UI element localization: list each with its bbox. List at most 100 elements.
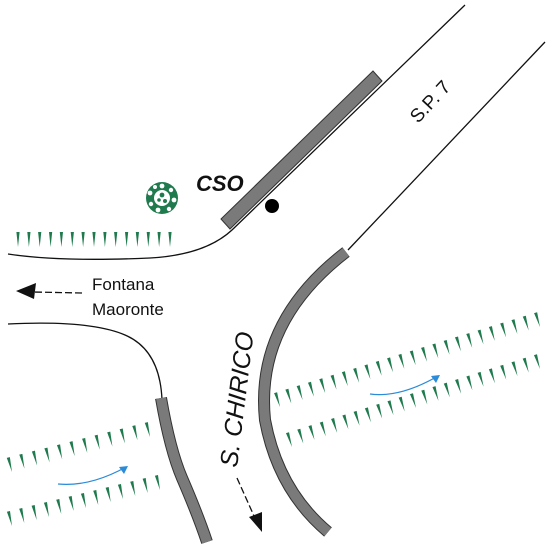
grass-tuft-icon: [364, 364, 372, 380]
grass-tuft-icon: [421, 346, 429, 363]
grass-tuft-icon: [80, 493, 88, 509]
grass-tuft-icon: [44, 447, 52, 463]
grass-tuft-icon: [82, 437, 89, 454]
grass-tuft-icon: [103, 232, 107, 247]
grass-tuft-icon: [500, 364, 508, 381]
grass-tuft-icon: [331, 418, 339, 434]
site-label-cso: CSO: [196, 171, 244, 196]
grass-tuft-icon: [341, 371, 350, 387]
grass-tuft-icon: [330, 374, 339, 391]
grass-tuft-icon: [477, 329, 486, 345]
direction-arrow-south: [236, 477, 262, 532]
grass-tuft-icon: [308, 425, 317, 441]
grass-tuft-icon: [500, 322, 508, 338]
grass-tuft-icon: [342, 414, 350, 430]
direction-arrow-west: [16, 283, 83, 299]
grass-tuft-icon: [132, 425, 140, 441]
grass-tuft-icon: [16, 232, 20, 247]
grass-tuft-icon: [353, 367, 361, 384]
grass-tuft-icon: [6, 457, 14, 473]
grass-tuft-icon: [125, 232, 129, 247]
grass-tuft-icon: [56, 499, 63, 515]
grass-tuft-icon: [319, 378, 327, 394]
grass-tuft-icon: [144, 422, 152, 438]
grass-tuft-icon: [59, 232, 63, 247]
grass-tuft-icon: [319, 421, 328, 437]
wall-east-curved-fill: [259, 248, 350, 536]
grass-tuft-icon: [297, 428, 305, 444]
grass-tuft-icon: [130, 481, 137, 497]
grass-tuft-icon: [409, 350, 418, 366]
grass-tuft-icon: [398, 396, 407, 412]
grass-tuft-icon: [466, 333, 474, 349]
grass-tuft-icon: [274, 392, 282, 408]
site-marker-dot: [265, 199, 279, 213]
flow-arrows: [57, 375, 440, 485]
retaining-walls: [155, 70, 383, 544]
grass-tuft-icon: [81, 232, 85, 247]
grass-tuft-icon: [117, 484, 125, 500]
grass-tuft-icon: [6, 511, 14, 527]
grass-tuft-icon: [119, 428, 127, 444]
grass-tuft-icon: [387, 400, 396, 416]
grass-tuft-icon: [522, 315, 531, 331]
grass-tuft-icon: [49, 232, 53, 247]
grass-tuft-icon: [511, 361, 520, 377]
grass-tuft-icon: [31, 450, 39, 466]
sp7-southeast-edge: [347, 41, 546, 251]
grass-tuft-icon: [477, 371, 486, 388]
grass-tuft-icon: [146, 232, 150, 247]
grass-tuft-icon: [38, 232, 42, 247]
grass-tuft-icon: [534, 312, 542, 328]
grass-tuft-icon: [114, 232, 118, 247]
grass-tuft-icon: [154, 475, 162, 491]
grass-tuft-icon: [307, 381, 316, 398]
grass-tuft-icon: [443, 382, 452, 398]
grass-tuft-icon: [421, 389, 429, 405]
wall-west-curved-fill: [156, 397, 212, 544]
green-shrub-icon: [146, 182, 178, 214]
grass-tuft-icon: [398, 353, 406, 370]
grass-tuft-icon: [376, 403, 384, 420]
direction-label-line1: Fontana: [92, 275, 155, 294]
grass-tuft-icon: [353, 410, 362, 427]
grass-tuft-icon: [68, 496, 76, 512]
vegetation-row-east-lower: [285, 354, 542, 448]
grass-tuft-icon: [43, 502, 51, 518]
grass-tuft-icon: [135, 232, 139, 247]
grass-tuft-icon: [107, 431, 114, 447]
wall-sp7: [220, 70, 383, 230]
grass-tuft-icon: [19, 453, 27, 470]
west-road-lower-edge: [7, 322, 163, 401]
grass-tuft-icon: [70, 232, 74, 247]
grass-tuft-icon: [31, 505, 39, 521]
street-label-s-chirico: S. CHIRICO: [215, 330, 259, 469]
grass-tuft-icon: [409, 393, 418, 409]
grass-tuft-icon: [454, 336, 463, 352]
grass-tuft-icon: [488, 326, 497, 342]
vegetation-row-top: [16, 232, 172, 247]
grass-tuft-icon: [105, 487, 113, 503]
grass-tuft-icon: [142, 478, 150, 494]
grass-tuft-icon: [285, 432, 294, 448]
direction-label-line2: Maoronte: [92, 300, 164, 319]
grass-tuft-icon: [69, 441, 77, 457]
grass-tuft-icon: [157, 232, 161, 247]
grass-tuft-icon: [93, 490, 100, 506]
road-edges: [7, 4, 546, 401]
grass-tuft-icon: [56, 444, 64, 460]
vegetation-row-southwest-upper: [6, 422, 152, 473]
grass-tuft-icon: [511, 319, 519, 335]
grass-tuft-icon: [296, 385, 305, 401]
vegetation-row-east-upper: [274, 312, 542, 408]
grass-tuft-icon: [432, 386, 441, 402]
grass-tuft-icon: [27, 232, 31, 247]
grass-tuft-icon: [285, 388, 293, 404]
grass-tuft-icon: [92, 232, 96, 247]
road-label-sp7: S.P. 7: [406, 77, 455, 127]
grass-tuft-icon: [168, 232, 172, 247]
grass-tuft-icon: [488, 368, 497, 384]
grass-tuft-icon: [387, 357, 395, 373]
grass-tuft-icon: [522, 357, 531, 373]
